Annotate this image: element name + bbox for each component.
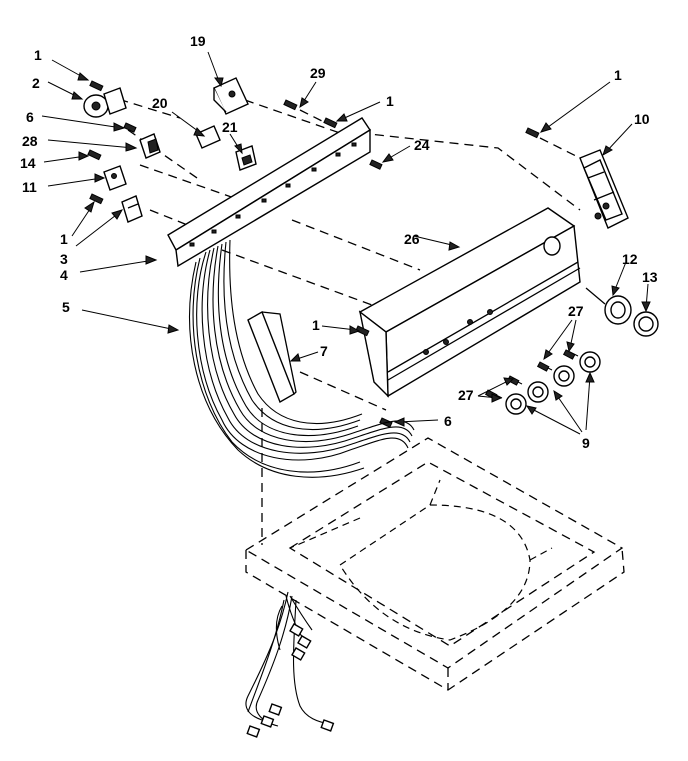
callout-2: 2 [32,75,40,91]
callout-1-top: 1 [34,47,42,63]
callout-13: 13 [642,269,658,285]
leader-lines [41,51,651,435]
cabinet-top-outline [244,437,625,691]
end-cap [579,149,629,229]
timer-knob-skirt [585,287,659,337]
callout-27-upper: 27 [568,303,584,319]
mounting-bracket [167,117,371,268]
assembly-guide-lines [104,94,581,545]
callout-5: 5 [62,299,70,315]
callout-10: 10 [634,111,650,127]
callout-9: 9 [582,435,590,451]
wire-harness [189,239,415,738]
callout-28: 28 [22,133,38,149]
callout-1-top-center: 1 [386,93,394,109]
callout-20: 20 [152,95,168,111]
callout-4: 4 [60,267,68,283]
callout-6-top: 6 [26,109,34,125]
callout-1-console: 1 [312,317,320,333]
callout-7: 7 [320,343,328,359]
callout-21: 21 [222,119,238,135]
left-hardware [83,80,161,223]
callout-11: 11 [22,179,37,195]
callout-1-left: 1 [60,231,68,247]
callout-labels: 1 2 6 28 14 11 1 3 4 5 19 20 21 29 1 24 … [20,33,658,451]
selector-knobs [484,349,601,415]
console-overlay [247,310,297,404]
callout-24: 24 [414,137,430,153]
callout-26: 26 [404,231,420,247]
callout-14: 14 [20,155,36,171]
callout-12: 12 [622,251,638,267]
callout-19: 19 [190,33,206,49]
callout-27-lower: 27 [458,387,474,403]
callout-1-right: 1 [614,67,622,83]
callout-29: 29 [310,65,326,81]
callout-3: 3 [60,251,68,267]
callout-6-lower: 6 [444,413,452,429]
